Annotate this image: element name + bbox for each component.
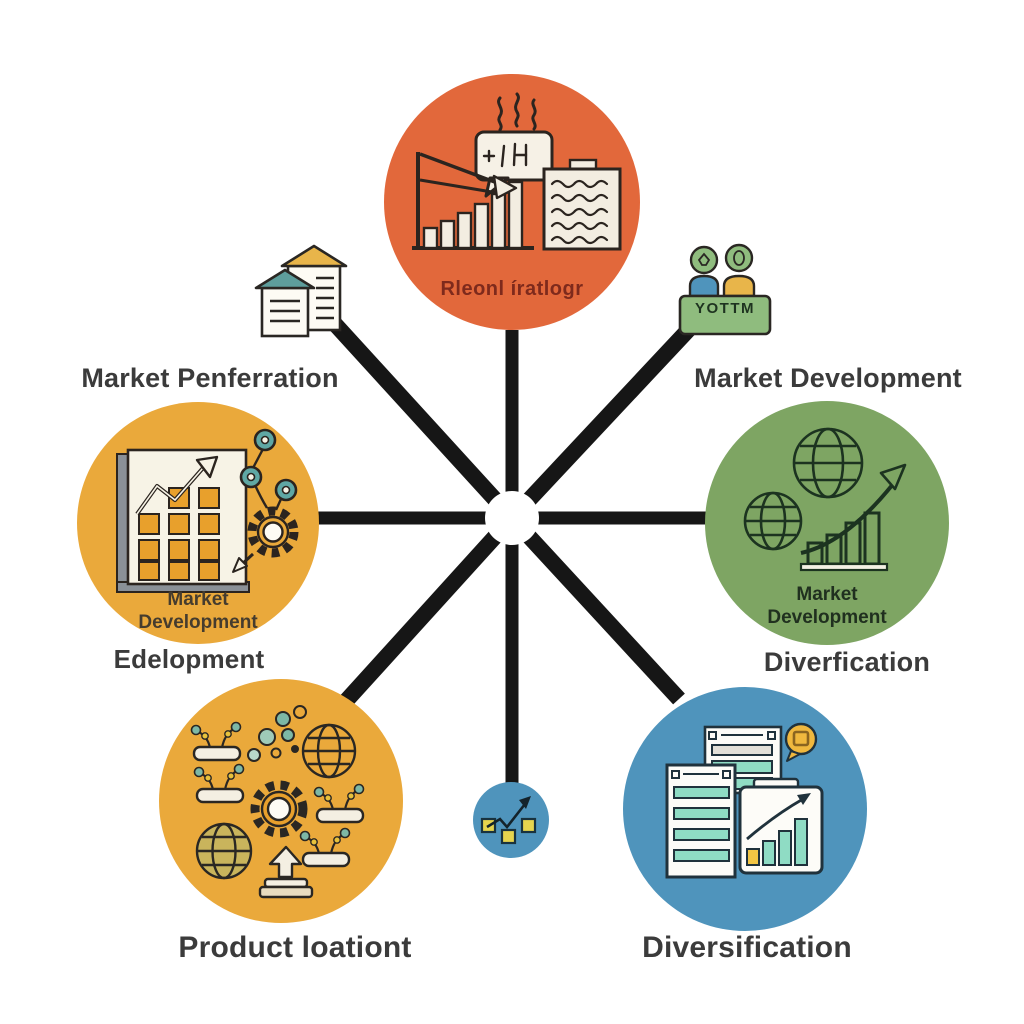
chat-bubble-icon: [784, 722, 818, 762]
node-bottom-left-yellow: [159, 679, 403, 923]
podium-arrow-icon: [258, 845, 314, 899]
sprout-tray-icon: [299, 827, 351, 868]
bubbles-icon: [247, 705, 307, 762]
report-documents-icon: [665, 725, 783, 879]
footer-product-loationt: Product loationt: [178, 931, 412, 964]
trend-arrow-icon: [135, 455, 219, 516]
mini-flow-arrow-icon: [480, 796, 537, 845]
globe-icon: [792, 427, 864, 499]
sprout-tray-icon: [193, 763, 245, 804]
node-left-yellow: Market Development: [77, 402, 319, 644]
right-node-caption: Market Development: [767, 584, 887, 628]
node-top-orange: Rleonl íratlogr: [384, 74, 640, 330]
team-box-label: YOTTM: [695, 300, 755, 317]
node-bottom-center-small-blue: [473, 782, 549, 858]
footer-diverfication: Diverfication: [763, 647, 931, 677]
top-node-caption: Rleonl íratlogr: [440, 278, 584, 300]
growth-bar-chart-icon: [412, 152, 534, 250]
bar-chart-icon: [799, 511, 889, 572]
globe-icon: [743, 491, 803, 551]
trend-arrow-icon: [800, 463, 907, 555]
footer-diversification: Diversification: [642, 931, 852, 964]
gear-icon: [232, 506, 299, 573]
left-node-caption: Market Development: [138, 589, 258, 633]
heat-squiggles-icon: [497, 92, 537, 132]
sprout-tray-icon: [190, 721, 242, 762]
hub-circle: [485, 491, 539, 545]
footer-edelopment: Edelopment: [113, 644, 265, 674]
sprout-tray-icon: [313, 783, 365, 824]
notes-document-icon: [542, 158, 622, 251]
network-nodes-icon: [239, 428, 298, 511]
clipboard-grid-icon: [116, 448, 250, 593]
globe-icon: [195, 822, 253, 880]
gear-icon: [250, 780, 308, 838]
chart-panel-icon: [738, 777, 824, 875]
globe-icon: [301, 723, 357, 779]
heading-market-penferration: Market Penferration: [81, 363, 339, 393]
node-right-green: Market Development: [705, 401, 949, 645]
heading-market-development: Market Development: [694, 363, 962, 393]
buildings-icon: [250, 238, 355, 338]
node-bottom-right-blue: [623, 687, 867, 931]
team-box-icon: YOTTM: [672, 238, 782, 338]
